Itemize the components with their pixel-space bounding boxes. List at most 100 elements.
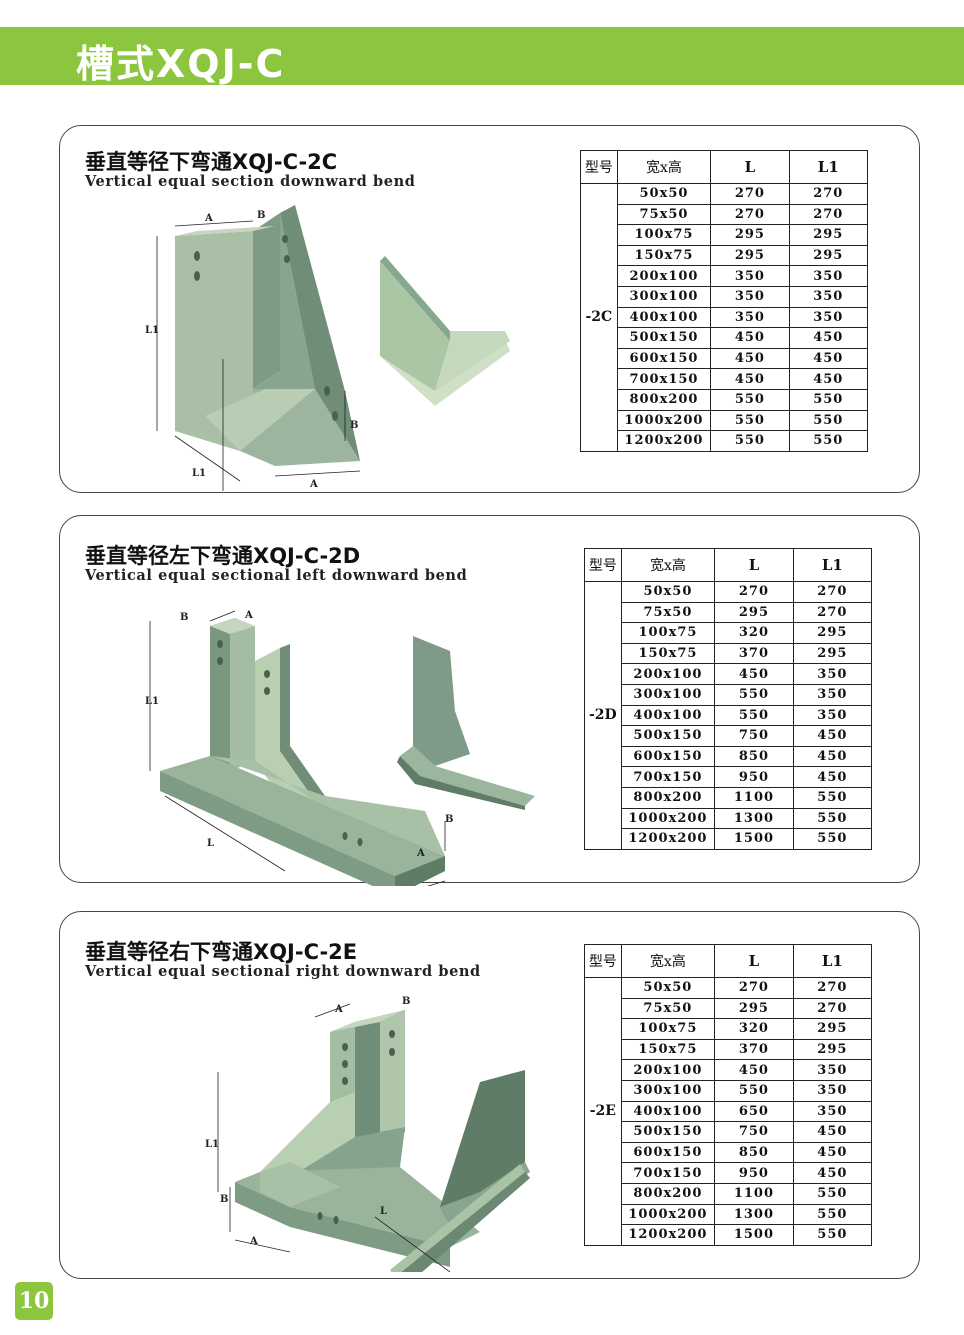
size-cell: 50x50	[620, 581, 716, 603]
l1-cell: 295	[788, 224, 869, 246]
l-cell: 550	[710, 409, 790, 432]
dim-b-left: B	[220, 1194, 228, 1205]
size-cell: 150x75	[620, 1038, 716, 1061]
l1-cell: 270	[792, 601, 873, 624]
size-cell: 300x100	[616, 285, 712, 308]
size-cell: 400x100	[616, 306, 712, 329]
dim-l1-left: L1	[205, 1139, 219, 1150]
section-title: 垂直等径左下弯通XQJ-C-2D	[85, 544, 361, 568]
dim-b-top: B	[257, 210, 265, 221]
l-cell: 370	[714, 642, 794, 665]
l1-cell: 350	[792, 663, 873, 685]
l1-cell: 350	[788, 265, 869, 287]
l-cell: 550	[714, 704, 794, 727]
col-l1: L1	[792, 548, 873, 582]
l-cell: 350	[710, 306, 790, 329]
header-banner	[0, 27, 964, 85]
col-l: L	[714, 944, 794, 978]
size-cell: 300x100	[620, 683, 716, 706]
l-cell: 450	[714, 1059, 794, 1081]
dim-l1-left: L1	[145, 325, 159, 336]
col-size: 宽x高	[620, 548, 716, 582]
l-cell: 270	[714, 581, 794, 603]
size-cell: 700x150	[620, 766, 716, 788]
size-cell: 1200x200	[616, 430, 712, 452]
dim-a-top: A	[334, 1004, 343, 1015]
section-title: 垂直等径右下弯通XQJ-C-2E	[85, 940, 358, 964]
l1-cell: 450	[792, 1141, 873, 1164]
l-cell: 270	[710, 203, 790, 226]
size-cell: 50x50	[620, 977, 716, 999]
l-cell: 450	[714, 663, 794, 685]
l1-cell: 270	[792, 977, 873, 999]
bend-2c-illustration: A B L1 B L1 A	[145, 205, 510, 491]
size-cell: 400x100	[620, 1100, 716, 1123]
l-cell: 295	[710, 244, 790, 267]
size-cell: 200x100	[616, 265, 712, 287]
l-cell: 550	[710, 430, 790, 452]
type-code-cell: -2E	[584, 977, 622, 1246]
dim-l-bottom: L	[380, 1206, 387, 1217]
l1-cell: 270	[792, 581, 873, 603]
size-cell: 500x150	[620, 725, 716, 747]
col-l1: L1	[792, 944, 873, 978]
l-cell: 1500	[714, 1224, 794, 1246]
dim-l1-bottom: L1	[192, 468, 206, 479]
size-cell: 800x200	[616, 388, 712, 411]
dim-b-right: B	[445, 814, 453, 825]
size-cell: 500x150	[616, 327, 712, 349]
l1-cell: 270	[792, 997, 873, 1020]
section-2c-panel: 垂直等径下弯通XQJ-C-2C Vertical equal section d…	[59, 125, 920, 493]
bend-2d-illustration: B A L1 L B A	[145, 610, 535, 886]
l1-cell: 550	[792, 807, 873, 830]
l-cell: 370	[714, 1038, 794, 1061]
size-cell: 700x150	[616, 368, 712, 390]
size-cell: 600x150	[620, 745, 716, 768]
l-cell: 270	[714, 977, 794, 999]
l1-cell: 295	[792, 1018, 873, 1040]
l1-cell: 550	[792, 1182, 873, 1205]
l-cell: 1100	[714, 1182, 794, 1205]
l1-cell: 550	[788, 409, 869, 432]
l-cell: 450	[710, 327, 790, 349]
l-cell: 650	[714, 1100, 794, 1123]
col-model: 型号	[580, 150, 618, 184]
l1-cell: 450	[792, 1121, 873, 1143]
type-code-cell: -2D	[584, 581, 622, 850]
dim-a-top: A	[244, 610, 253, 621]
l-cell: 1300	[714, 1203, 794, 1226]
col-l1: L1	[788, 150, 869, 184]
section-title: 垂直等径下弯通XQJ-C-2C	[85, 150, 338, 174]
size-cell: 100x75	[620, 622, 716, 644]
l-cell: 295	[714, 997, 794, 1020]
dim-b-top: B	[180, 612, 188, 623]
l-cell: 850	[714, 1141, 794, 1164]
size-cell: 1000x200	[620, 807, 716, 830]
dim-l1-left: L1	[145, 696, 159, 707]
col-size: 宽x高	[616, 150, 712, 184]
size-cell: 75x50	[620, 601, 716, 624]
l-cell: 270	[710, 183, 790, 205]
l1-cell: 350	[788, 285, 869, 308]
